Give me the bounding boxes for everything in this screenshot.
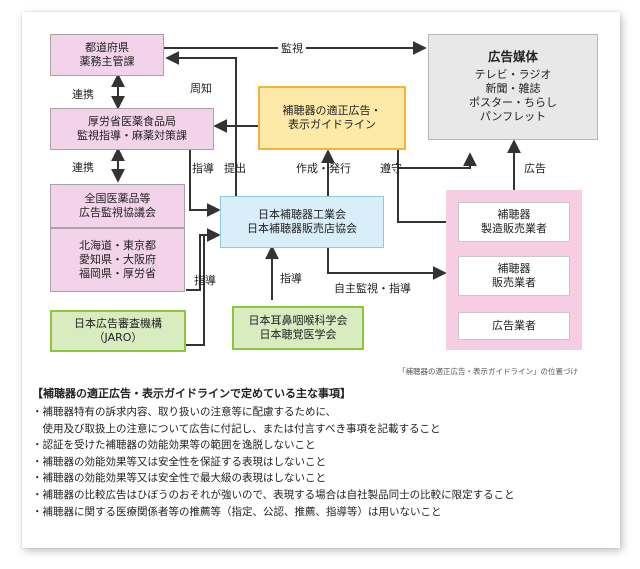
label-advertise: 広告	[524, 162, 546, 175]
ad-agency-box: 広告業者	[458, 312, 570, 340]
guideline-line-2: 表示ガイドライン	[288, 118, 376, 131]
jaro-line-2: （JARO）	[93, 331, 143, 344]
label-guidance-3: 指導	[280, 272, 302, 285]
media-line-2: 新聞・雑誌	[485, 81, 541, 95]
academy-line-1: 日本耳鼻咽喉科学会	[248, 313, 348, 327]
notes-item: ・補聴器に関する医療関係者等の推薦等（指定、公認、推薦、指導等）は用いないこと	[32, 505, 442, 518]
label-self-monitor: 自主監視・指導	[334, 282, 411, 295]
notes-title: 【補聴器の適正広告・表示ガイドラインで定めている主な事項】	[32, 387, 351, 400]
media-title: 広告媒体	[487, 49, 538, 65]
notes-list: ・補聴器特有の訴求内容、取り扱いの注意等に配慮するために、 使用及び取扱上の注意…	[32, 404, 515, 520]
association-box: 日本補聴器工業会 日本補聴器販売店協会	[220, 196, 384, 248]
seller-line-1: 補聴器	[497, 261, 531, 275]
council-box: 全国医薬品等 広告監視協議会	[50, 184, 185, 228]
regions-line-1: 北海道・東京都	[79, 238, 156, 252]
guideline-box: 補聴器の適正広告・ 表示ガイドライン	[258, 86, 406, 150]
council-line-1: 全国医薬品等	[84, 191, 151, 205]
regions-line-2: 愛知県・大阪府	[79, 252, 156, 266]
arrow-notify	[165, 51, 237, 165]
media-line-1: テレビ・ラジオ	[474, 67, 552, 81]
jaro-box: 日本広告審査機構 （JARO）	[50, 310, 186, 352]
guideline-line-1: 補聴器の適正広告・	[282, 103, 382, 117]
notes-item: ・補聴器特有の訴求内容、取り扱いの注意等に配慮するために、	[32, 406, 337, 418]
notes-item: ・補聴器の比較広告はひぼうのおそれが強いので、表現する場合は自社製品同士の比較に…	[32, 488, 515, 501]
manufacturer-line-1: 補聴器	[497, 207, 531, 221]
label-comply: 遵守	[380, 162, 402, 175]
prefecture-line-1: 都道府県	[85, 40, 129, 54]
label-guidance-1: 指導	[192, 162, 214, 175]
seller-box: 補聴器 販売業者	[458, 256, 570, 296]
label-submit: 提出	[224, 162, 246, 175]
arrow-comply-b	[398, 152, 477, 169]
academy-line-2: 日本聴覚医学会	[259, 328, 337, 341]
arrow-guidance-1	[189, 148, 221, 217]
ad-agency-label: 広告業者	[492, 318, 536, 332]
media-line-3: ポスター・ちらし	[469, 96, 557, 110]
seller-line-2: 販売業者	[492, 276, 536, 289]
regions-line-3: 福岡県・厚労省	[79, 267, 156, 281]
diagram-caption: 「補聴器の適正広告・表示ガイドライン」の位置づけ	[398, 367, 578, 376]
arrow-comply-a	[397, 150, 446, 223]
association-line-1: 日本補聴器工業会	[258, 207, 346, 221]
mhlw-line-1: 厚労省医薬食品局	[88, 114, 176, 128]
notes-item: ・認証を受けた補聴器の効能効果等の範囲を逸脱しないこと	[32, 439, 316, 452]
media-line-4: パンフレット	[479, 110, 547, 124]
media-box: 広告媒体 テレビ・ラジオ 新聞・雑誌 ポスター・ちらし パンフレット	[428, 34, 598, 140]
label-create-issue: 作成・発行	[296, 162, 351, 175]
arrow-guidance-2	[186, 228, 221, 291]
academy-box: 日本耳鼻咽喉科学会 日本聴覚医学会	[232, 306, 364, 350]
manufacturer-box: 補聴器 製造販売業者	[458, 202, 570, 242]
prefecture-line-2: 薬務主管課	[79, 55, 135, 68]
label-notify: 周知	[190, 82, 212, 95]
notes-item: 使用及び取扱上の注意について広告に付記し、または付言すべき事項を記載すること	[32, 422, 441, 435]
association-line-2: 日本補聴器販売店協会	[247, 222, 357, 235]
label-cooperate-2: 連携	[72, 161, 94, 174]
arrow-jaro	[186, 235, 205, 346]
label-cooperate-1: 連携	[72, 88, 94, 101]
mhlw-line-2: 監視指導・麻薬対策課	[77, 129, 187, 142]
arrow-self-monitor	[327, 248, 447, 280]
council-line-2: 広告監視協議会	[79, 206, 156, 219]
mhlw-box: 厚労省医薬食品局 監視指導・麻薬対策課	[50, 108, 214, 150]
label-monitor: 監視	[278, 40, 306, 56]
label-guidance-2: 指導	[194, 274, 216, 287]
jaro-line-1: 日本広告審査機構	[74, 316, 162, 330]
regions-box: 北海道・東京都 愛知県・大阪府 福岡県・厚労省	[50, 228, 185, 292]
manufacturer-line-2: 製造販売業者	[481, 222, 547, 235]
prefecture-box: 都道府県 薬務主管課	[50, 34, 164, 76]
notes-item: ・補聴器の効能効果等又は安全性を保証する表現はしないこと	[32, 455, 326, 468]
notes-item: ・補聴器の効能効果等又は安全性で最大級の表現はしないこと	[32, 472, 326, 485]
